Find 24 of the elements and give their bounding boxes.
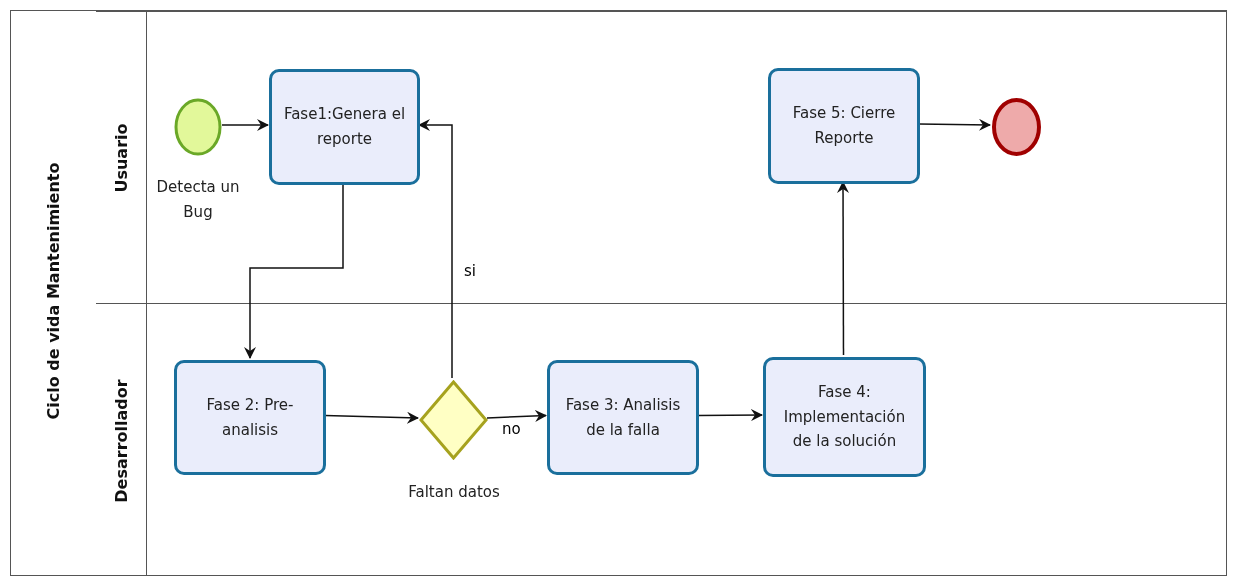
arrow bbox=[244, 182, 344, 359]
event-circle bbox=[991, 97, 1042, 157]
process-box: Fase 4: Implementación de la solución bbox=[763, 357, 926, 477]
process-box: Fase 2: Pre-analisis bbox=[174, 360, 326, 475]
process-box: Fase 3: Analisis de la falla bbox=[547, 360, 699, 475]
process-box: Fase 5: Cierre Reporte bbox=[768, 68, 920, 184]
event-circle bbox=[173, 97, 223, 157]
arrow bbox=[837, 181, 850, 356]
pool-frame bbox=[10, 10, 1227, 576]
arrow bbox=[918, 118, 991, 131]
swimlane bbox=[96, 11, 1227, 303]
gateway-diamond bbox=[419, 380, 488, 460]
arrow bbox=[697, 409, 763, 422]
swimlane bbox=[96, 303, 1227, 576]
arrow bbox=[324, 411, 419, 424]
process-box: Fase1:Genera el reporte bbox=[269, 69, 420, 185]
node-caption: Faltan datos bbox=[407, 482, 501, 503]
lane-title: Desarrollador bbox=[111, 378, 131, 503]
pool-title: Ciclo de vida Mantenimiento bbox=[43, 162, 63, 420]
lane-title: Usuario bbox=[111, 123, 131, 193]
arrow bbox=[221, 119, 269, 131]
arrow bbox=[486, 409, 547, 422]
node-caption: Detecta un Bug bbox=[155, 177, 241, 223]
arrow bbox=[418, 119, 453, 379]
